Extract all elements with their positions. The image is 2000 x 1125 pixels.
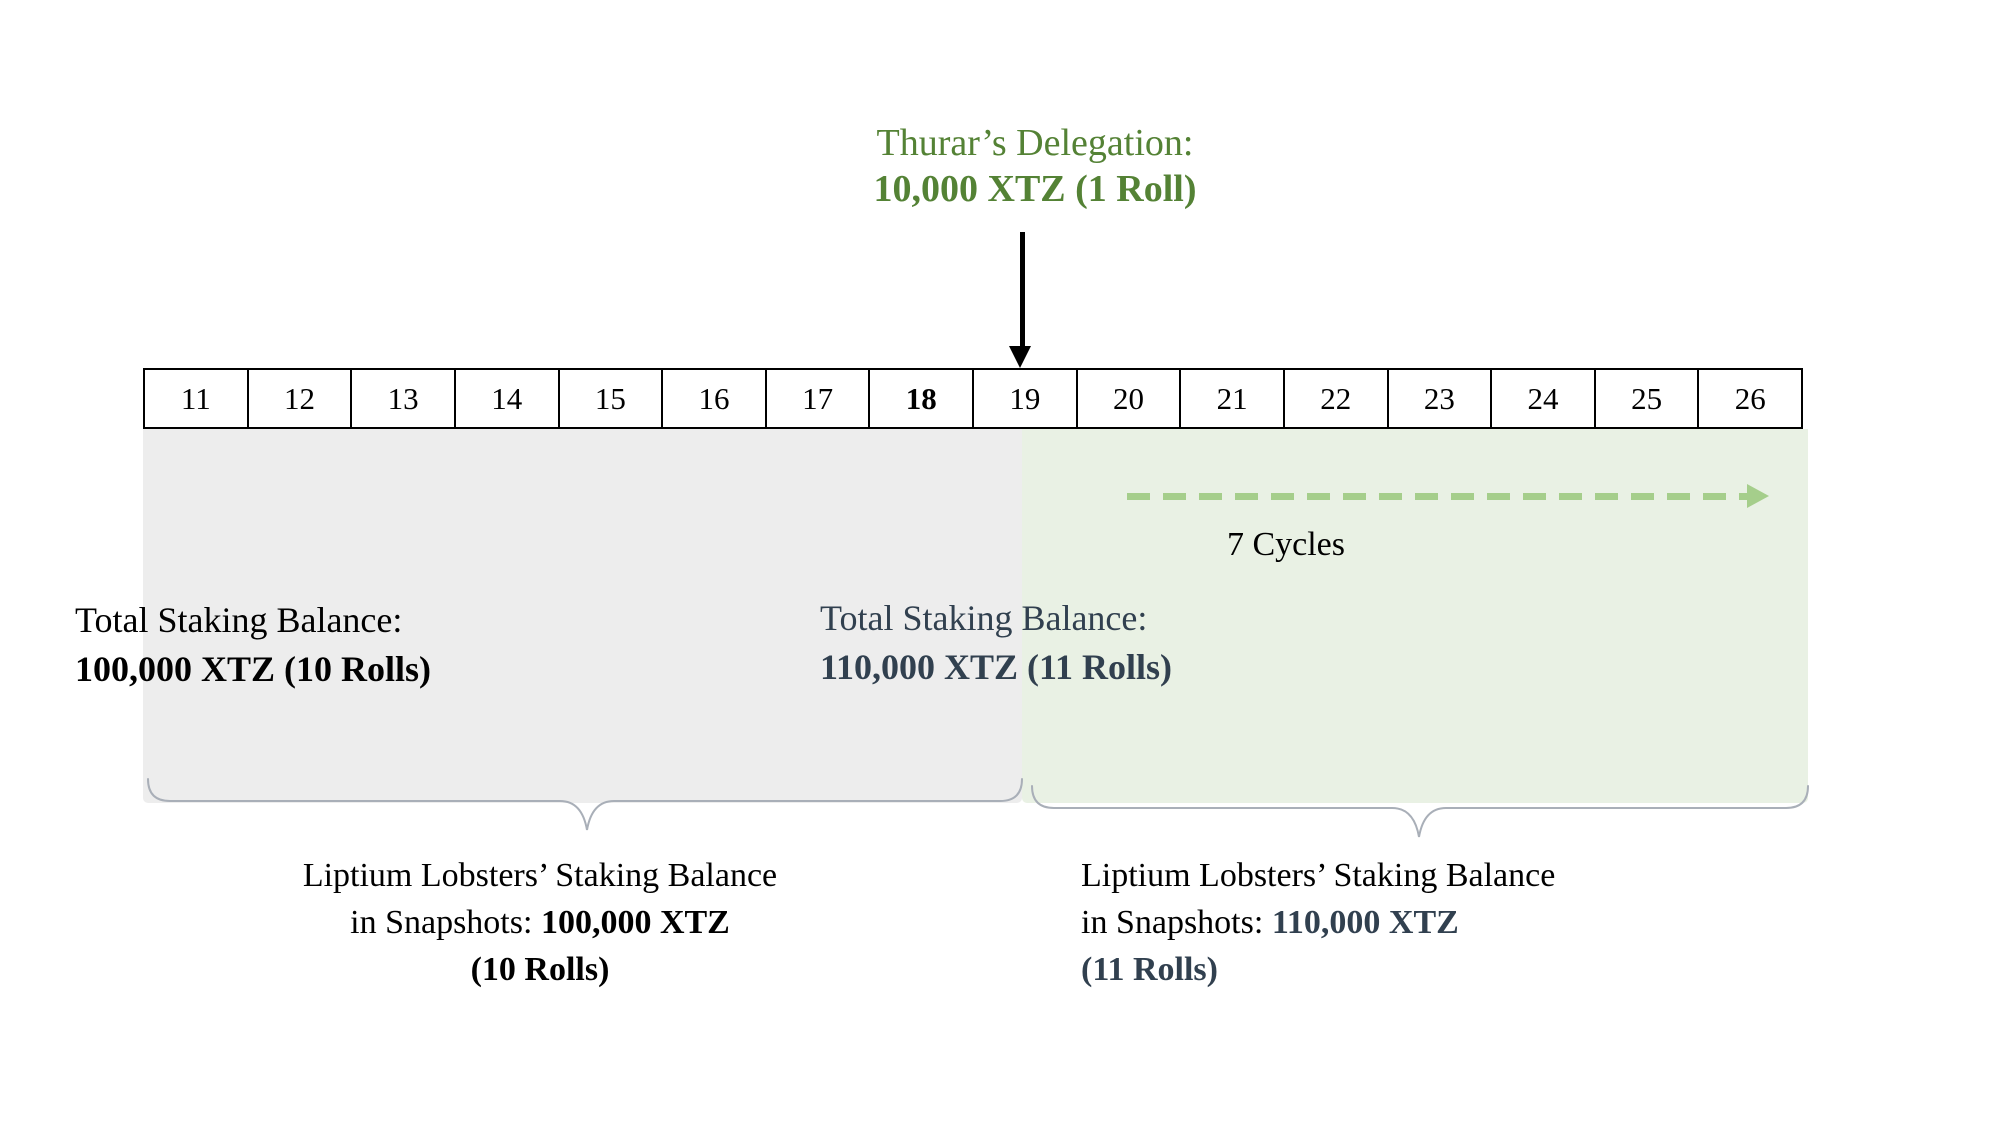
timeline-cell-13: 13 xyxy=(350,368,456,429)
snapshot-after-line2-prefix: in Snapshots: xyxy=(1081,904,1272,941)
seven-cycles-label: 7 Cycles xyxy=(1226,526,1346,563)
snapshot-after-line2: in Snapshots: 110,000 XTZ xyxy=(1081,899,1761,946)
timeline-cell-22: 22 xyxy=(1282,368,1389,429)
delegation-label: Thurar’s Delegation: 10,000 XTZ (1 Roll) xyxy=(785,120,1285,212)
delegation-arrow-shaft xyxy=(1020,232,1025,347)
total-balance-after-line2: 110,000 XTZ (11 Rolls) xyxy=(820,647,1173,687)
snapshot-before-line2-prefix: in Snapshots: xyxy=(350,904,541,941)
timeline-cell-15: 15 xyxy=(557,368,664,429)
timeline-cell-19: 19 xyxy=(972,368,1078,429)
timeline-cell-21: 21 xyxy=(1179,368,1285,429)
snapshot-before-line1: Liptium Lobsters’ Staking Balance xyxy=(302,857,778,894)
snapshot-region-after xyxy=(1022,429,1808,803)
delegation-arrow-head xyxy=(1009,346,1031,368)
snapshot-after-line1: Liptium Lobsters’ Staking Balance xyxy=(1081,857,1556,894)
timeline-cell-23: 23 xyxy=(1386,368,1493,429)
delegation-label-line2: 10,000 XTZ (1 Roll) xyxy=(873,168,1197,210)
seven-cycles-dashed-arrow xyxy=(1127,493,1747,500)
total-balance-after: Total Staking Balance: 110,000 XTZ (11 R… xyxy=(820,594,1172,692)
total-balance-before: Total Staking Balance: 100,000 XTZ (10 R… xyxy=(75,596,431,694)
timeline-cell-26: 26 xyxy=(1697,368,1803,429)
snapshot-balance-before: Liptium Lobsters’ Staking Balance in Sna… xyxy=(200,852,880,993)
timeline-cell-24: 24 xyxy=(1490,368,1596,429)
snapshot-before-line2-value: 100,000 XTZ xyxy=(540,904,730,941)
snapshot-before-line2: in Snapshots: 100,000 XTZ xyxy=(200,899,880,946)
snapshot-after-line2-value: 110,000 XTZ xyxy=(1271,904,1459,941)
snapshot-balance-after: Liptium Lobsters’ Staking Balance in Sna… xyxy=(1081,852,1761,993)
timeline-cell-17: 17 xyxy=(764,368,871,429)
timeline-cell-11: 11 xyxy=(143,368,249,429)
timeline-cell-20: 20 xyxy=(1075,368,1182,429)
total-balance-after-line1: Total Staking Balance: xyxy=(820,598,1148,638)
total-balance-before-line1: Total Staking Balance: xyxy=(75,600,403,640)
snapshot-after-line3: (11 Rolls) xyxy=(1081,951,1218,988)
timeline-cell-18: 18 xyxy=(868,368,974,429)
seven-cycles-arrow-head xyxy=(1747,484,1769,508)
timeline-cell-25: 25 xyxy=(1593,368,1700,429)
total-balance-before-line2: 100,000 XTZ (10 Rolls) xyxy=(75,649,432,689)
timeline-cell-16: 16 xyxy=(661,368,767,429)
timeline-cell-12: 12 xyxy=(246,368,353,429)
timeline-cell-14: 14 xyxy=(453,368,560,429)
delegation-label-line1: Thurar’s Delegation: xyxy=(876,122,1194,164)
snapshot-region-before xyxy=(143,429,1022,803)
snapshot-before-line3: (10 Rolls) xyxy=(470,951,610,988)
